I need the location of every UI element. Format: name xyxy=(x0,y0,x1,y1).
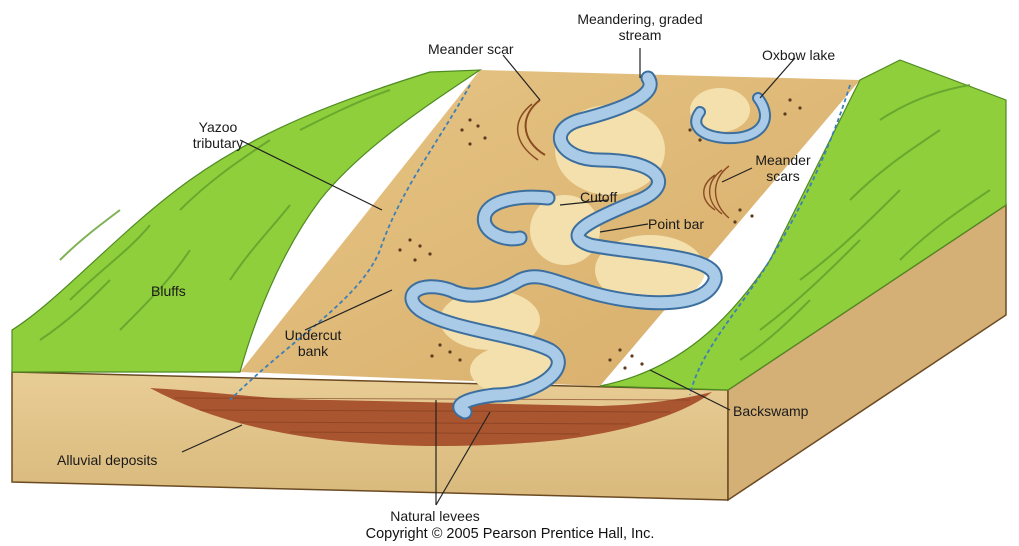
copyright-notice: Copyright © 2005 Pearson Prentice Hall, … xyxy=(310,526,710,542)
label-yazoo-line2: tributary xyxy=(183,135,253,151)
label-cutoff: Cutoff xyxy=(580,189,617,205)
label-bluffs: Bluffs xyxy=(151,283,186,299)
label-meandering-stream-line2: stream xyxy=(565,27,715,43)
label-yazoo-line1: Yazoo xyxy=(183,119,253,135)
label-meander-scars: Meander scars xyxy=(748,152,818,184)
label-oxbow-lake: Oxbow lake xyxy=(762,47,835,63)
label-yazoo-tributary: Yazoo tributary xyxy=(183,119,253,151)
label-undercut-line1: Undercut xyxy=(273,327,353,343)
label-undercut-line2: bank xyxy=(273,343,353,359)
label-backswamp: Backswamp xyxy=(733,403,808,419)
label-meander-scar: Meander scar xyxy=(428,41,514,57)
label-point-bar: Point bar xyxy=(648,216,704,232)
label-meander-scars-line2: scars xyxy=(748,168,818,184)
label-undercut-bank: Undercut bank xyxy=(273,327,353,359)
label-meandering-stream-line1: Meandering, graded xyxy=(565,11,715,27)
label-meandering-stream: Meandering, graded stream xyxy=(565,11,715,43)
label-alluvial-deposits: Alluvial deposits xyxy=(57,452,157,468)
label-natural-levees: Natural levees xyxy=(360,508,510,524)
label-meander-scars-line1: Meander xyxy=(748,152,818,168)
